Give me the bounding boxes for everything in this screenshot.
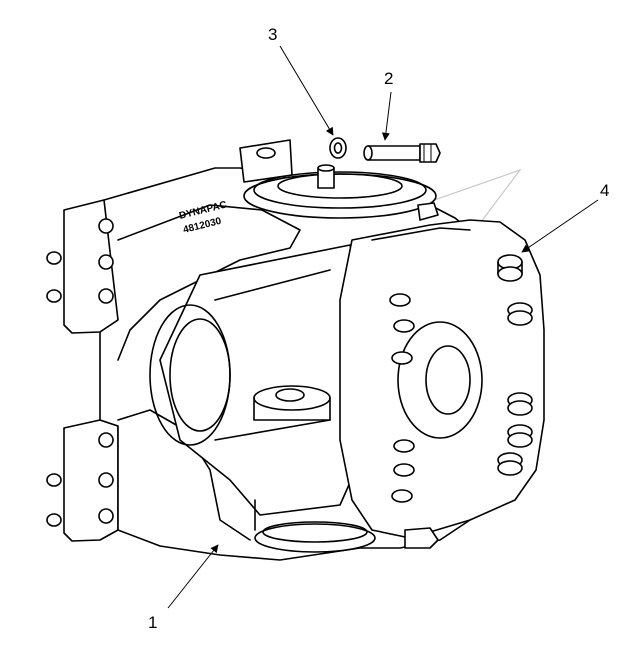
bolt-part-2 [363,143,441,163]
callout-4: 4 [600,181,609,200]
callout-1: 1 [148,613,157,632]
leader-4 [521,199,599,253]
right-flange-studs [389,254,533,503]
washer-part-3 [329,137,347,159]
leader-2 [381,91,392,141]
callout-2: 2 [384,69,393,88]
callout-3: 3 [268,25,277,44]
leader-1 [167,544,219,609]
leader-lines [167,45,599,609]
callout-labels: 3 2 4 1 [148,25,609,632]
left-flange-studs [46,218,114,527]
axle-housing-drawing: DYNAPAC 4812030 [46,139,545,561]
leader-3 [279,45,334,136]
